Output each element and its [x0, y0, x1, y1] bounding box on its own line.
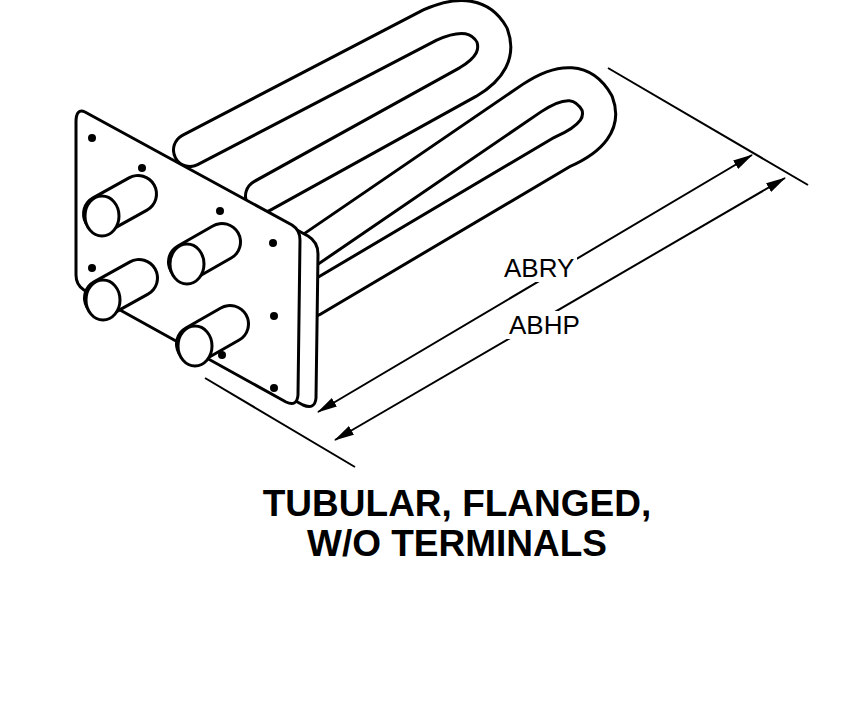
figure-caption: TUBULAR, FLANGED, W/O TERMINALS — [242, 484, 672, 564]
dimension-label: ABRY — [501, 254, 577, 282]
flange — [76, 111, 318, 406]
dimension-label: ABHP — [506, 311, 583, 339]
terminal-studs — [85, 194, 230, 366]
dimension-lines — [205, 68, 808, 467]
